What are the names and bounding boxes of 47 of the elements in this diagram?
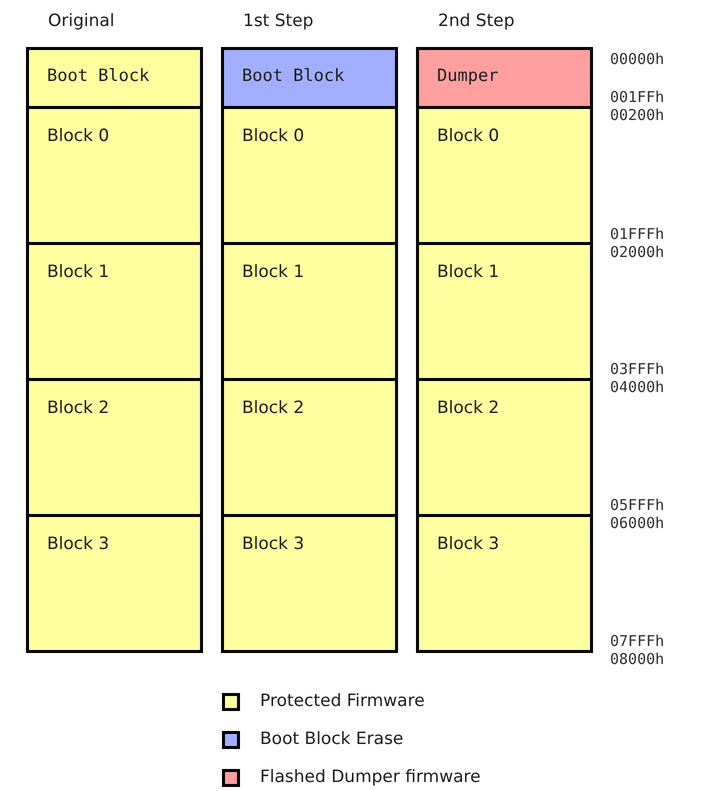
address-label: 00200h	[610, 107, 664, 123]
address-label: 00000h	[610, 51, 664, 67]
memory-block	[224, 242, 395, 378]
block-label: Block 1	[242, 262, 304, 282]
legend-text: Flashed Dumper firmware	[260, 766, 481, 790]
block-label: Block 2	[437, 398, 500, 418]
block-label: Block 0	[437, 126, 500, 146]
address-label: 08000h	[610, 651, 664, 667]
block-label: Block 1	[47, 262, 110, 282]
memory-block	[29, 106, 200, 242]
address-label: 06000h	[610, 515, 664, 531]
legend-text: Protected Firmware	[260, 690, 425, 714]
memory-block	[224, 50, 395, 106]
block-label: Block 0	[242, 126, 304, 146]
address-label: 03FFFh	[610, 361, 664, 377]
block-label: Boot Block	[47, 66, 150, 86]
block-label: Block 2	[47, 398, 110, 418]
address-label: 001FFh	[610, 89, 664, 105]
memory-block	[29, 50, 200, 106]
block-label: Block 3	[242, 534, 304, 554]
block-label: Block 3	[47, 534, 110, 554]
block-label: Block 0	[47, 126, 110, 146]
address-label: 07FFFh	[610, 633, 664, 649]
memory-block	[419, 514, 590, 650]
memory-block	[224, 514, 395, 650]
memory-block	[419, 242, 590, 378]
memory-block	[419, 50, 590, 106]
memory-block	[419, 106, 590, 242]
legend-text: Boot Block Erase	[260, 728, 404, 752]
block-label: Block 3	[437, 534, 500, 554]
address-label: 05FFFh	[610, 497, 664, 513]
memory-block	[224, 378, 395, 514]
memory-block	[224, 106, 395, 242]
column-heading: Original	[47, 10, 116, 33]
address-label: 04000h	[610, 379, 664, 395]
column-heading: 1st Step	[242, 10, 314, 33]
memory-block	[29, 378, 200, 514]
block-label: Boot Block	[242, 66, 344, 86]
memory-block	[29, 514, 200, 650]
memory-block	[419, 378, 590, 514]
block-label: Block 2	[242, 398, 304, 418]
column-heading: 2nd Step	[437, 10, 516, 33]
memory-block	[29, 242, 200, 378]
block-label: Block 1	[437, 262, 500, 282]
address-label: 01FFFh	[610, 226, 664, 242]
block-label: Dumper	[437, 66, 498, 86]
address-label: 02000h	[610, 244, 664, 260]
